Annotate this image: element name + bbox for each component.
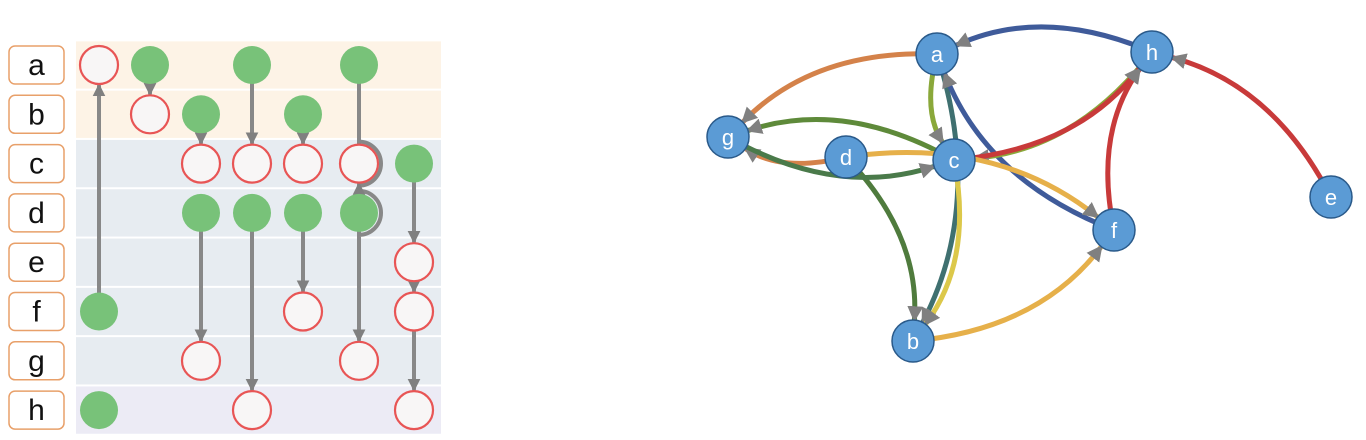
row-label-f: f xyxy=(8,291,65,332)
matrix-source-dot-c xyxy=(395,144,433,183)
matrix-source-dot-a xyxy=(340,46,378,84)
network-node-b[interactable]: b xyxy=(891,319,935,363)
network-edge-g-c xyxy=(725,134,937,180)
row-label-text: d xyxy=(28,197,45,230)
matrix-row-band-g xyxy=(76,337,441,385)
network-node-label: d xyxy=(840,145,852,170)
network-node-label: b xyxy=(907,329,919,354)
network-node-g[interactable]: g xyxy=(706,115,750,159)
network-node-circle[interactable] xyxy=(1092,208,1136,252)
row-label-box xyxy=(8,341,65,381)
network-node-circle[interactable] xyxy=(891,319,935,363)
row-label-a: a xyxy=(8,45,65,85)
network-edges xyxy=(725,24,1334,344)
matrix-row-band-f xyxy=(76,287,441,336)
network-edge-c-b xyxy=(923,157,963,326)
matrix-target-dot-f xyxy=(282,291,324,332)
matrix-target-dot-c xyxy=(180,143,222,184)
matrix-row-band-e xyxy=(76,238,441,286)
network-node-f[interactable]: f xyxy=(1092,208,1136,252)
matrix-target-dot-e xyxy=(393,242,435,283)
matrix-source-dot-b xyxy=(284,95,322,134)
matrix-target-dot-g xyxy=(338,340,380,381)
network-node-circle[interactable] xyxy=(915,32,959,76)
row-label-text: f xyxy=(32,296,41,329)
network-node-label: e xyxy=(1325,185,1337,210)
network-edge-h-a xyxy=(954,24,1155,55)
network-node-label: g xyxy=(722,125,734,150)
row-label-box xyxy=(8,94,65,135)
row-label-d: d xyxy=(8,193,65,233)
row-label-text: a xyxy=(28,49,45,82)
matrix-target-dot-c xyxy=(338,143,380,184)
row-label-b: b xyxy=(8,94,65,135)
network-node-label: c xyxy=(949,148,960,173)
matrix-source-dot-h xyxy=(80,391,118,430)
row-label-text: h xyxy=(28,394,45,427)
network-node-circle[interactable] xyxy=(706,115,750,159)
row-label-text: g xyxy=(28,345,45,378)
network-nodes: a h g d c e f b xyxy=(706,30,1353,363)
matrix-target-dot-h xyxy=(393,390,435,431)
network-node-label: a xyxy=(931,42,944,67)
row-label-box xyxy=(8,193,65,233)
network-node-label: h xyxy=(1146,40,1158,65)
matrix-source-dot-d xyxy=(182,193,220,232)
row-label-box xyxy=(8,390,65,430)
row-label-e: e xyxy=(8,242,65,282)
row-label-box xyxy=(8,45,65,85)
network-edge-d-f xyxy=(843,150,1100,219)
network-edge-a-g xyxy=(740,51,940,124)
network-node-circle[interactable] xyxy=(1130,30,1174,74)
matrix-target-dot-h xyxy=(231,390,273,431)
network-node-circle[interactable] xyxy=(824,135,868,179)
matrix-target-dot-g xyxy=(180,340,222,381)
row-label-text: e xyxy=(28,246,45,279)
network-node-a[interactable]: a xyxy=(915,32,959,76)
network-node-circle[interactable] xyxy=(1309,175,1353,219)
row-label-text: b xyxy=(28,98,45,131)
matrix-source-dot-d xyxy=(233,193,271,232)
matrix-links xyxy=(92,82,421,392)
row-label-text: c xyxy=(29,148,44,181)
matrix-target-dot-b xyxy=(129,94,171,135)
network-edge-d-b xyxy=(843,154,924,323)
row-label-box xyxy=(8,143,65,184)
network-node-d[interactable]: d xyxy=(824,135,868,179)
matrix-source-dot-b xyxy=(182,95,220,134)
matrix-dots xyxy=(78,44,435,431)
row-label-c: c xyxy=(8,143,65,184)
matrix-source-dot-a xyxy=(233,46,271,84)
row-label-g: g xyxy=(8,341,65,381)
network-node-e[interactable]: e xyxy=(1309,175,1353,219)
matrix-source-dot-f xyxy=(80,292,118,331)
network-node-label: f xyxy=(1111,218,1118,243)
matrix-row-bands xyxy=(76,41,441,434)
network-node-c[interactable]: c xyxy=(932,138,976,182)
network-edge-e-h xyxy=(1170,53,1334,200)
network-node-h[interactable]: h xyxy=(1130,30,1174,74)
network-edge-c-g xyxy=(745,117,957,163)
network-edge-c-h xyxy=(951,66,1142,163)
row-label-h: h xyxy=(8,390,65,430)
matrix-source-dot-d xyxy=(284,193,322,232)
network-edge-h-c xyxy=(972,49,1155,166)
matrix-target-dot-a xyxy=(78,44,120,86)
network-panel: a h g d c e f b xyxy=(706,24,1353,363)
row-label-box xyxy=(8,242,65,282)
row-label-box xyxy=(8,291,65,332)
matrix-source-dot-d xyxy=(340,193,378,232)
matrix-target-dot-c xyxy=(282,143,324,184)
network-node-circle[interactable] xyxy=(932,138,976,182)
matrix-target-dot-c xyxy=(231,143,273,184)
network-edge-f-h xyxy=(1105,67,1142,233)
matrix-source-dot-a xyxy=(131,46,169,84)
network-edge-b-f xyxy=(910,244,1104,344)
matrix-target-dot-f xyxy=(393,291,435,332)
